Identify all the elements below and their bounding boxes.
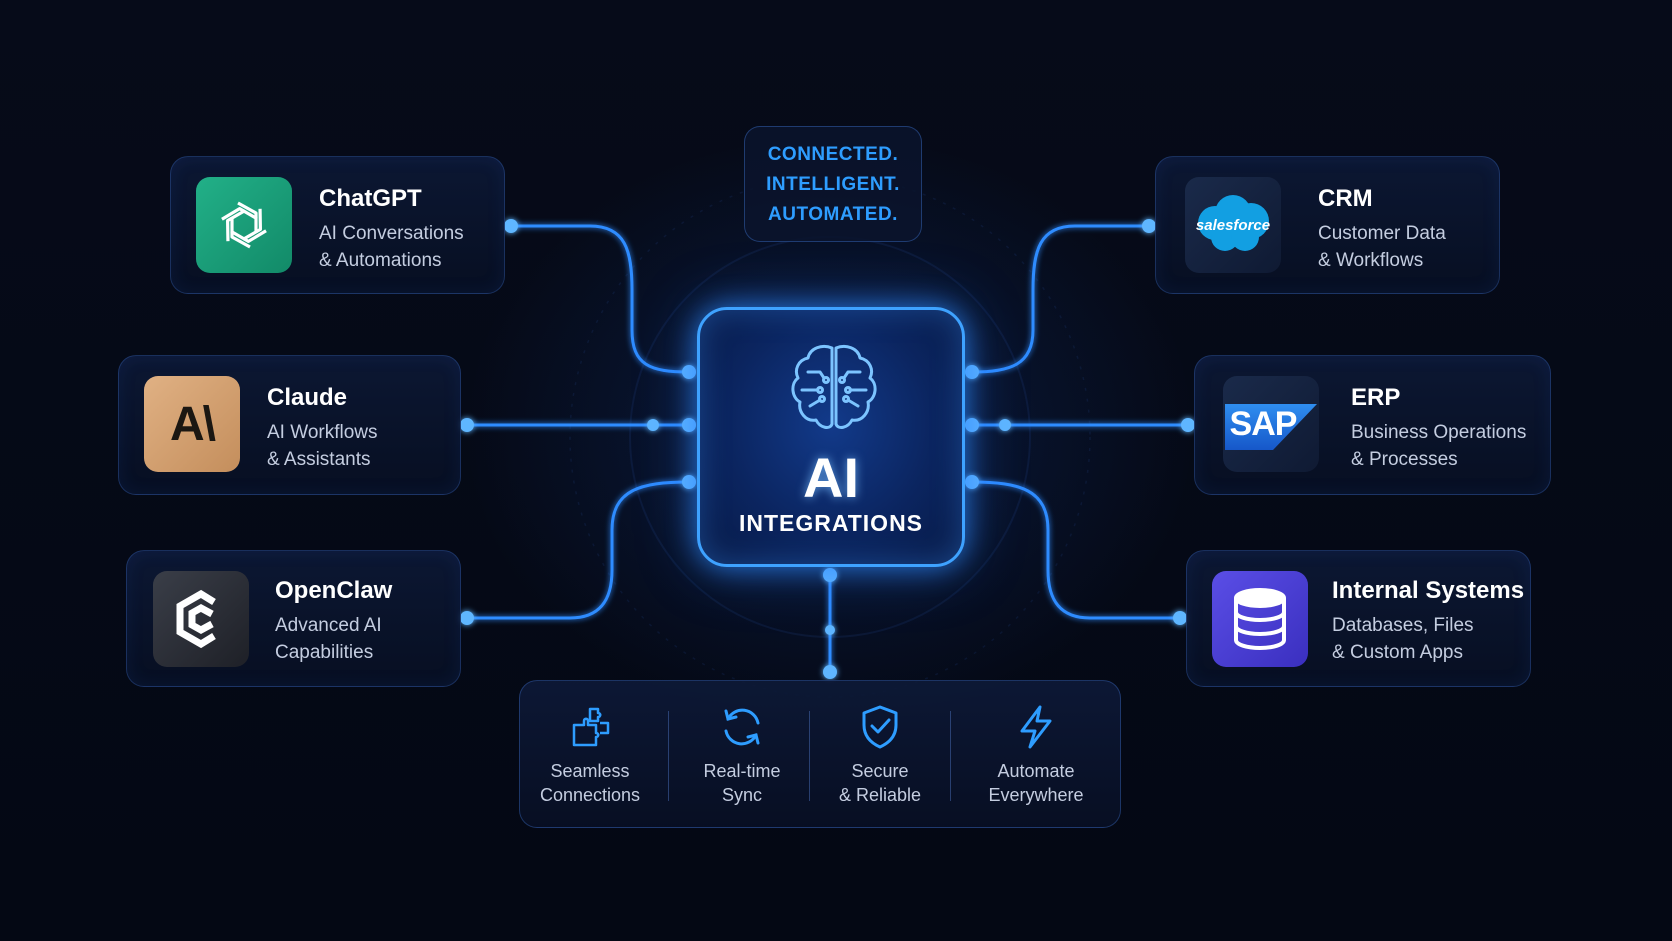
card-openclaw[interactable]: OpenClaw Advanced AI Capabilities: [126, 550, 461, 687]
node: [965, 475, 979, 489]
sap-logo-text: SAP: [1229, 404, 1298, 443]
card-title: Claude: [267, 384, 348, 411]
tagline-box: CONNECTED. INTELLIGENT. AUTOMATED.: [744, 126, 922, 242]
node: [1142, 219, 1156, 233]
salesforce-logo-text: salesforce: [1195, 216, 1271, 234]
node: [965, 418, 979, 432]
tagline-line-1: CONNECTED.: [767, 144, 899, 165]
wire-crm: [971, 224, 1149, 374]
wire-nodes: [460, 219, 1195, 679]
feature-label-line-1: Automate: [997, 761, 1075, 781]
card-desc-line-1: Business Operations: [1351, 422, 1527, 443]
lightning-icon: [1020, 705, 1052, 749]
card-chatgpt[interactable]: ChatGPT AI Conversations & Automations: [170, 156, 505, 294]
tagline-line-2: INTELLIGENT.: [766, 174, 900, 195]
card-erp[interactable]: SAP ERP Business Operations & Processes: [1194, 355, 1551, 495]
card-title: ERP: [1351, 384, 1401, 411]
card-desc-line-2: & Automations: [319, 250, 442, 271]
card-title: CRM: [1318, 185, 1373, 212]
puzzle-icon: [572, 707, 610, 747]
node: [965, 365, 979, 379]
anthropic-logo-text: A\: [170, 397, 216, 451]
card-desc-line-1: AI Conversations: [319, 223, 464, 244]
sync-icon: [724, 708, 760, 746]
database-icon: [1212, 571, 1308, 667]
tagline-line-3: AUTOMATED.: [768, 204, 898, 225]
card-crm[interactable]: salesforce CRM Customer Data & Workflows: [1155, 156, 1500, 294]
feature-divider: [950, 711, 951, 801]
node: [682, 475, 696, 489]
feature-label-line-2: Everywhere: [988, 785, 1084, 805]
feature-label-line-2: Connections: [539, 785, 641, 805]
feature-label-line-1: Seamless: [550, 761, 630, 781]
feature-seamless-connections: Seamless Connections: [520, 681, 660, 829]
ai-integrations-hub[interactable]: AI INTEGRATIONS: [697, 307, 965, 567]
card-desc-line-2: Capabilities: [275, 642, 374, 663]
card-title: OpenClaw: [275, 577, 393, 604]
wire-chatgpt: [511, 224, 690, 374]
node: [682, 365, 696, 379]
node: [1173, 611, 1187, 625]
feature-label-line-2: & Reliable: [838, 785, 922, 805]
node: [460, 611, 474, 625]
openai-logo: [196, 177, 292, 273]
feature-label-line-1: Secure: [851, 761, 909, 781]
hub-title: AI: [803, 446, 859, 509]
card-desc-line-1: Customer Data: [1318, 223, 1446, 244]
node: [823, 665, 837, 679]
brain-circuit-icon: [791, 344, 877, 429]
feature-secure-reliable: Secure & Reliable: [810, 681, 950, 829]
card-desc-line-2: & Workflows: [1318, 250, 1424, 271]
node: [999, 419, 1011, 431]
feature-divider: [668, 711, 669, 801]
anthropic-logo: A\: [144, 376, 240, 472]
feature-divider: [809, 711, 810, 801]
node: [823, 568, 837, 582]
card-desc-line-2: & Processes: [1351, 449, 1458, 470]
shield-check-icon: [862, 705, 898, 749]
hub-subtitle: INTEGRATIONS: [738, 510, 924, 536]
node: [647, 419, 659, 431]
card-title: ChatGPT: [319, 185, 422, 212]
feature-real-time-sync: Real-time Sync: [672, 681, 812, 829]
node: [825, 625, 835, 635]
salesforce-logo: salesforce: [1185, 177, 1281, 273]
card-title: Internal Systems: [1332, 577, 1525, 604]
node: [1181, 418, 1195, 432]
card-desc-line-2: & Assistants: [267, 449, 371, 470]
node: [682, 418, 696, 432]
features-panel: Seamless Connections Real-time Sync Secu…: [519, 680, 1121, 828]
wire-openclaw: [467, 480, 690, 620]
card-desc-line-2: & Custom Apps: [1332, 642, 1463, 663]
node: [504, 219, 518, 233]
card-internal-systems[interactable]: Internal Systems Databases, Files & Cust…: [1186, 550, 1531, 687]
card-desc-line-1: AI Workflows: [267, 422, 378, 443]
card-desc-line-1: Databases, Files: [1332, 615, 1474, 636]
feature-label-line-1: Real-time: [703, 761, 781, 781]
card-desc-line-1: Advanced AI: [275, 615, 382, 636]
feature-automate-everywhere: Automate Everywhere: [958, 681, 1114, 829]
feature-label-line-2: Sync: [721, 785, 763, 805]
openclaw-logo: [153, 571, 249, 667]
card-claude[interactable]: A\ Claude AI Workflows & Assistants: [118, 355, 461, 495]
sap-logo: SAP: [1223, 376, 1319, 472]
wire-internal: [971, 480, 1180, 620]
node: [460, 418, 474, 432]
